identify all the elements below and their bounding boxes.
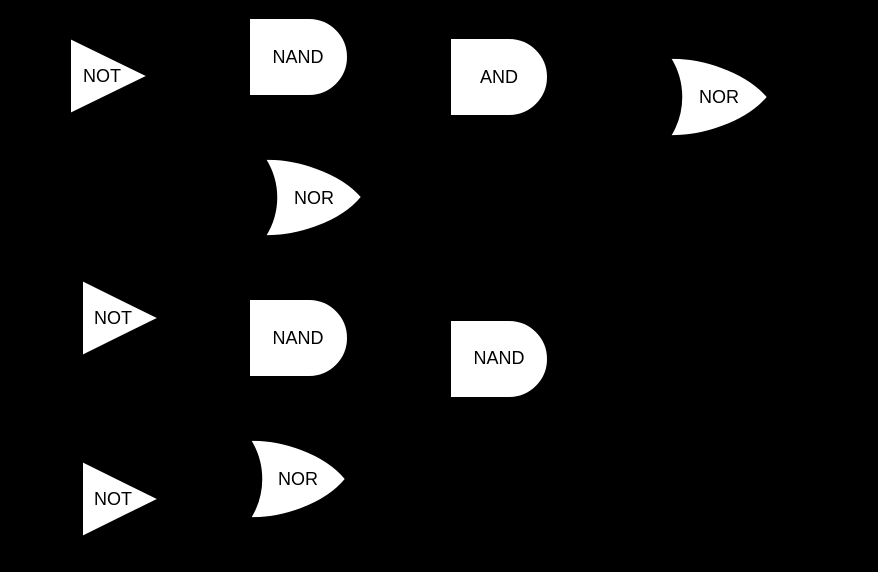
and-gate-1-label: AND [480,67,518,87]
nand-gate-3-label: NAND [473,348,524,368]
not-gate-1-label: NOT [83,66,121,86]
not-gate-3-label: NOT [94,489,132,509]
and-gate-1: AND [449,37,549,117]
nor-gate-3-label: NOR [278,469,318,489]
nor-gate-2-label: NOR [294,188,334,208]
nand-gate-2-label: NAND [272,328,323,348]
nor-gate-1: NOR [668,56,770,138]
nand-gate-1: NAND [248,17,349,97]
nor-gate-3: NOR [248,438,348,520]
nor-gate-1-label: NOR [699,87,739,107]
not-gate-1: NOT [69,36,151,116]
nand-gate-1-label: NAND [272,47,323,67]
nand-gate-2: NAND [248,298,349,378]
not-gate-3: NOT [81,459,162,539]
not-gate-2-label: NOT [94,308,132,328]
nand-gate-3: NAND [449,319,549,399]
not-gate-2: NOT [81,278,162,358]
nor-gate-2: NOR [263,157,364,238]
